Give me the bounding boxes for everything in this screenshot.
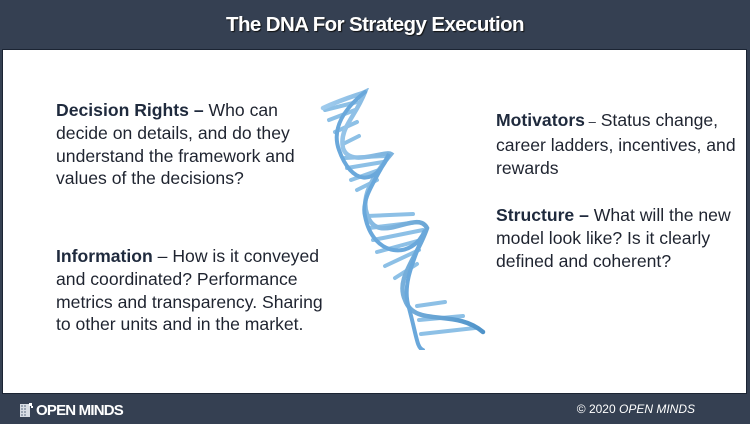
- content-panel: [2, 49, 747, 394]
- motivators-text: Status change, career ladders, incentive…: [496, 110, 736, 178]
- logo-text: OPEN MINDS: [36, 402, 124, 419]
- copyright-owner: OPEN MINDS: [618, 402, 695, 416]
- decision-rights-heading: Decision Rights –: [56, 100, 204, 120]
- motivators-separator: –: [584, 114, 596, 129]
- information-heading: Information: [56, 246, 153, 266]
- structure-text: What will the new model look like? Is it…: [496, 205, 731, 271]
- information-separator: –: [152, 246, 168, 266]
- motivators-heading: Motivators: [496, 110, 585, 130]
- decision-rights-block: Decision Rights – Who can decide on deta…: [56, 99, 316, 190]
- copyright-text: © 2020 OPEN MINDS: [577, 402, 695, 416]
- structure-block: Structure – What will the new model look…: [496, 204, 746, 272]
- dna-helix-icon: [320, 88, 486, 350]
- footer-bar: OPEN MINDS © 2020 OPEN MINDS: [0, 394, 750, 424]
- information-block: Information – How is it conveyed and coo…: [56, 245, 326, 336]
- page-title: The DNA For Strategy Execution: [226, 13, 525, 36]
- decision-rights-text: Who can decide on details, and do they u…: [56, 100, 295, 189]
- structure-heading: Structure –: [496, 205, 589, 225]
- motivators-block: Motivators – Status change, career ladde…: [496, 109, 750, 179]
- header-bar: The DNA For Strategy Execution: [0, 0, 750, 48]
- copyright-year: © 2020: [576, 402, 619, 416]
- open-minds-logo-icon: [20, 403, 33, 417]
- information-text: How is it conveyed and coordinated? Perf…: [56, 246, 323, 335]
- open-minds-logo: OPEN MINDS: [20, 402, 124, 419]
